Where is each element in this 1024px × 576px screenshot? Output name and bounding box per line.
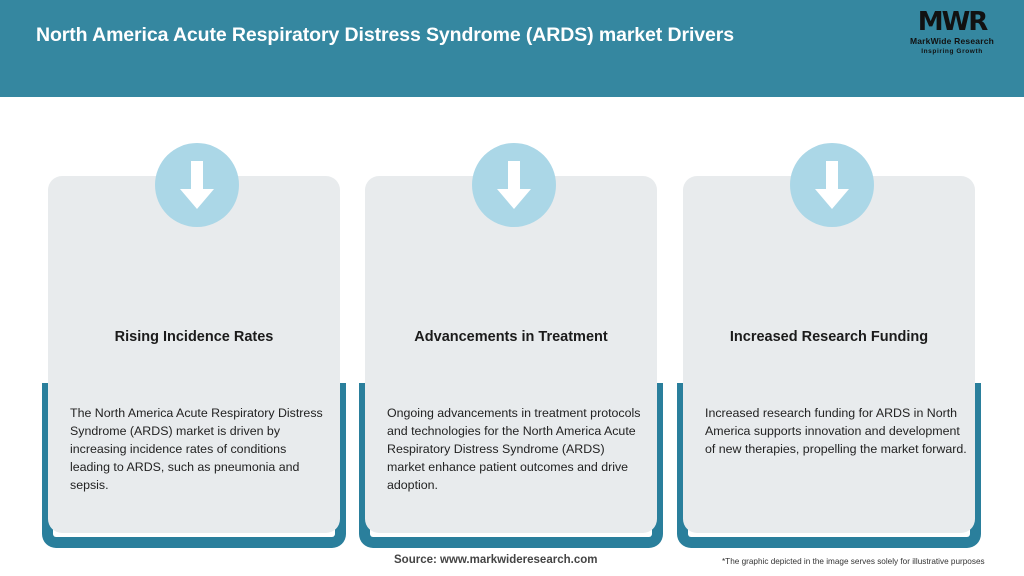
card-title: Increased Research Funding [729, 329, 929, 345]
source-label: Source: www.markwideresearch.com [394, 554, 598, 566]
card-body-text: Increased research funding for ARDS in N… [705, 406, 967, 456]
driver-card-2: Advancements in Treatment Ongoing advanc… [359, 97, 663, 548]
driver-card-1: Rising Incidence Rates The North America… [42, 97, 346, 548]
logo-company-name: MarkWide Research [909, 36, 995, 46]
card-panel: Increased Research Funding Increased res… [683, 176, 975, 533]
logo-tagline: Inspiring Growth [921, 48, 983, 55]
card-bracket-accent [359, 383, 663, 548]
card-title: Rising Incidence Rates [114, 329, 274, 345]
header-bar: North America Acute Respiratory Distress… [0, 0, 1024, 97]
page-title: North America Acute Respiratory Distress… [36, 24, 735, 46]
card-title: Advancements in Treatment [414, 329, 608, 345]
card-panel: Advancements in Treatment Ongoing advanc… [365, 176, 657, 533]
card-body-text: Ongoing advancements in treatment protoc… [387, 406, 641, 492]
card-bracket-accent [677, 383, 981, 548]
logo-monogram-icon: MWR [917, 7, 989, 37]
card-panel: Rising Incidence Rates The North America… [48, 176, 340, 533]
card-bracket-accent [42, 383, 346, 548]
card-body-text: The North America Acute Respiratory Dist… [70, 406, 323, 492]
down-arrow-icon [154, 143, 239, 227]
disclaimer-note: *The graphic depicted in the image serve… [722, 557, 985, 566]
brand-logo: MWR MarkWide Research Inspiring Growth [898, 8, 1006, 60]
down-arrow-icon [789, 143, 874, 227]
drivers-card-row: Rising Incidence Rates The North America… [0, 97, 1024, 548]
driver-card-3: Increased Research Funding Increased res… [677, 97, 981, 548]
down-arrow-icon [471, 143, 556, 227]
